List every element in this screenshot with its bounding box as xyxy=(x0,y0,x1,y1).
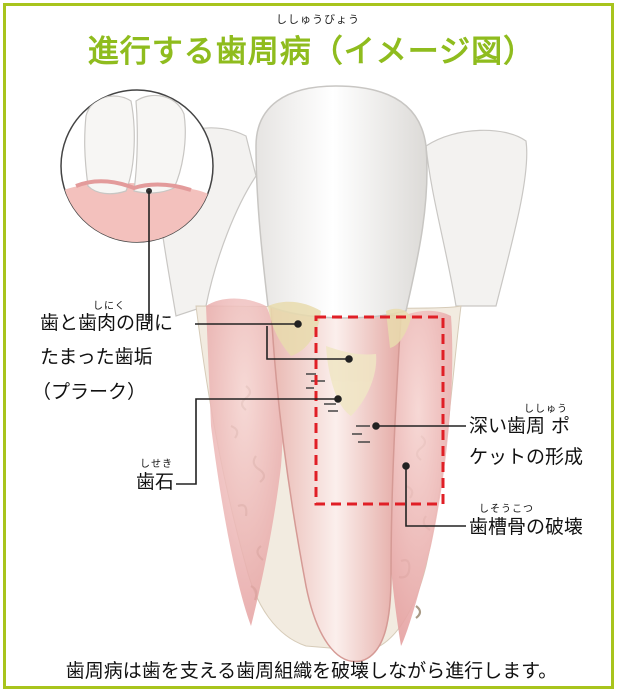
plaque-label-line1: 歯と歯肉の間に xyxy=(40,309,173,337)
calculus-label: 歯石 xyxy=(136,468,174,496)
caption: 歯周病は歯を支える歯周組織を破壊しながら進行します。 xyxy=(6,656,617,683)
plaque-label-line2: たまった歯垢 xyxy=(40,343,153,371)
tooth-crown xyxy=(256,86,427,318)
pocket-label-line1: 深い歯周 ポ xyxy=(469,412,570,440)
bone-label: 歯槽骨の破壊 xyxy=(469,513,583,541)
plaque-label-line3: （プラーク） xyxy=(32,378,146,406)
diagram-frame: ししゅうびょう 進行する歯周病（イメージ図） xyxy=(3,3,614,689)
pocket-label-line2: ケットの形成 xyxy=(469,443,583,471)
